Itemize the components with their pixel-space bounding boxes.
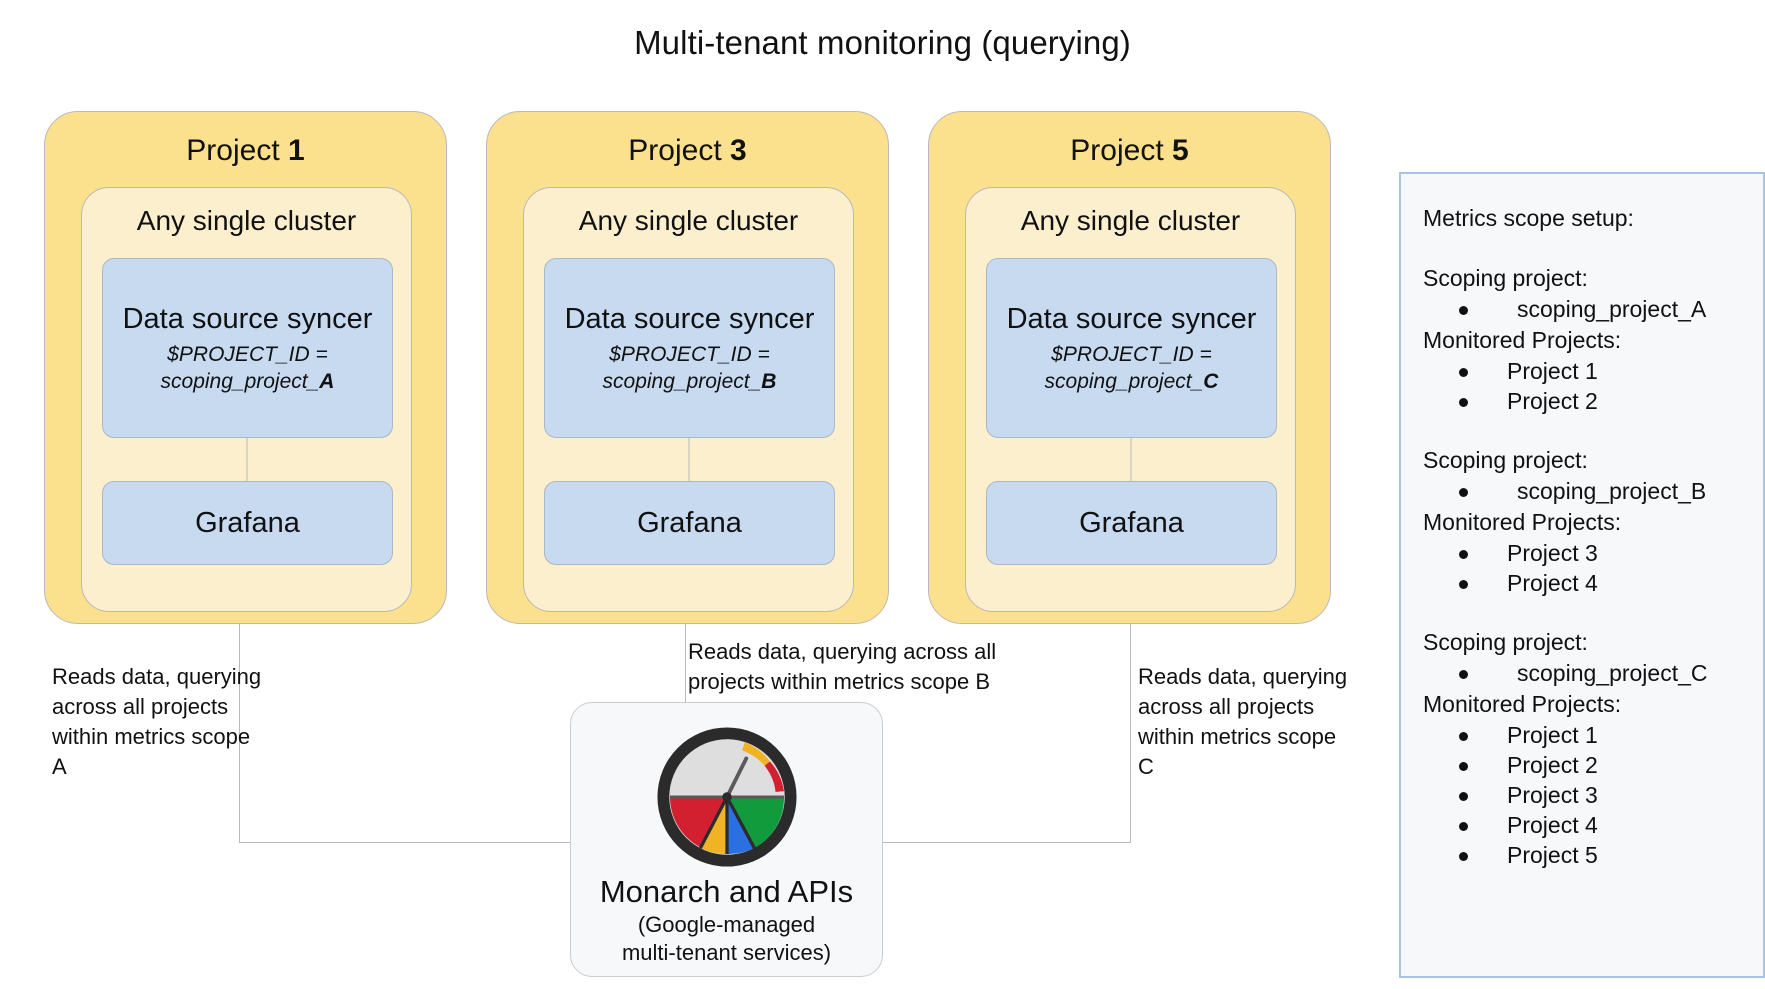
list-item: Project 1 [1423, 720, 1763, 750]
monitored-project-list-c: Project 1 Project 2 Project 3 Project 4 … [1423, 720, 1763, 870]
annotation-scope-a: Reads data, querying across all projects… [52, 664, 262, 779]
grafana-label-3: Grafana [637, 506, 742, 539]
syncer-name-5: Data source syncer [1006, 303, 1257, 335]
cluster-label-3: Any single cluster [578, 205, 799, 236]
list-item: Project 3 [1423, 538, 1763, 568]
list-item: scoping_project_C [1423, 658, 1763, 688]
data-source-syncer-1[interactable]: Data source syncer $PROJECT_ID = scoping… [102, 258, 393, 438]
cluster-box-3: Any single cluster Data source syncer $P… [523, 187, 854, 612]
page-title: Multi-tenant monitoring (querying) [634, 24, 1131, 61]
list-item: Project 4 [1423, 810, 1763, 840]
list-item: scoping_project_B [1423, 476, 1763, 506]
monarch-gauge-icon [656, 727, 797, 867]
scoping-project-label-c: Scoping project: [1423, 629, 1588, 655]
syncer-var-1: $PROJECT_ID = scoping_project_A [160, 343, 335, 393]
monitored-projects-label-a: Monitored Projects: [1423, 327, 1622, 353]
connector-syncer-grafana-3 [688, 438, 689, 481]
grafana-label-5: Grafana [1079, 506, 1184, 539]
wire-project1-vertical [239, 624, 240, 843]
cluster-label-1: Any single cluster [136, 205, 357, 236]
monarch-subtitle: (Google-managed multi-tenant services) [621, 912, 832, 965]
wire-project1-horizontal [239, 842, 572, 843]
list-item: Project 4 [1423, 568, 1763, 598]
scoping-project-list-b: scoping_project_B [1423, 476, 1763, 506]
monitored-project-list-a: Project 1 Project 2 [1423, 356, 1763, 416]
project-card-3[interactable]: Project 3 Any single cluster Data source… [486, 111, 889, 624]
syncer-name-1: Data source syncer [122, 303, 373, 335]
annotation-scope-b: Reads data, querying across all projects… [688, 639, 997, 694]
project-title-1: Project 1 [186, 134, 305, 167]
project-card-1[interactable]: Project 1 Any single cluster Data source… [44, 111, 447, 624]
data-source-syncer-3[interactable]: Data source syncer $PROJECT_ID = scoping… [544, 258, 835, 438]
grafana-label-1: Grafana [195, 506, 300, 539]
list-item: Project 3 [1423, 780, 1763, 810]
monarch-node[interactable]: Monarch and APIs (Google-managed multi-t… [570, 702, 883, 977]
scoping-project-label-a: Scoping project: [1423, 265, 1588, 291]
syncer-var-5: $PROJECT_ID = scoping_project_C [1044, 343, 1219, 393]
project-title-5: Project 5 [1070, 134, 1189, 167]
wire-project5-vertical [1130, 624, 1131, 843]
monitored-project-list-b: Project 3 Project 4 [1423, 538, 1763, 598]
scoping-project-list-c: scoping_project_C [1423, 658, 1763, 688]
syncer-var-3: $PROJECT_ID = scoping_project_B [602, 343, 777, 393]
scoping-project-label-b: Scoping project: [1423, 447, 1588, 473]
annotation-scope-c: Reads data, querying across all projects… [1138, 664, 1348, 779]
grafana-box-5[interactable]: Grafana [986, 481, 1277, 565]
cluster-box-5: Any single cluster Data source syncer $P… [965, 187, 1296, 612]
monarch-title: Monarch and APIs [599, 874, 854, 909]
project-title-3: Project 3 [628, 134, 747, 167]
wire-project3-vertical [685, 624, 686, 704]
monitored-projects-label-c: Monitored Projects: [1423, 691, 1622, 717]
monitored-projects-label-b: Monitored Projects: [1423, 509, 1622, 535]
connector-syncer-grafana-5 [1130, 438, 1131, 481]
list-item: Project 1 [1423, 356, 1763, 386]
wire-project5-horizontal [881, 842, 1131, 843]
metrics-scope-heading: Metrics scope setup: [1423, 205, 1634, 231]
data-source-syncer-5[interactable]: Data source syncer $PROJECT_ID = scoping… [986, 258, 1277, 438]
scoping-project-list-a: scoping_project_A [1423, 294, 1763, 324]
scope-group-a: Scoping project: scoping_project_A Monit… [1423, 262, 1763, 416]
grafana-box-3[interactable]: Grafana [544, 481, 835, 565]
list-item: Project 2 [1423, 386, 1763, 416]
list-item: scoping_project_A [1423, 294, 1763, 324]
cluster-label-5: Any single cluster [1020, 205, 1241, 236]
syncer-name-3: Data source syncer [564, 303, 815, 335]
list-item: Project 2 [1423, 750, 1763, 780]
list-item: Project 5 [1423, 840, 1763, 870]
grafana-box-1[interactable]: Grafana [102, 481, 393, 565]
scope-group-b: Scoping project: scoping_project_B Monit… [1423, 444, 1763, 598]
metrics-scope-panel: Metrics scope setup: Scoping project: sc… [1399, 172, 1765, 978]
cluster-box-1: Any single cluster Data source syncer $P… [81, 187, 412, 612]
project-card-5[interactable]: Project 5 Any single cluster Data source… [928, 111, 1331, 624]
connector-syncer-grafana-1 [246, 438, 247, 481]
scope-group-c: Scoping project: scoping_project_C Monit… [1423, 626, 1763, 870]
